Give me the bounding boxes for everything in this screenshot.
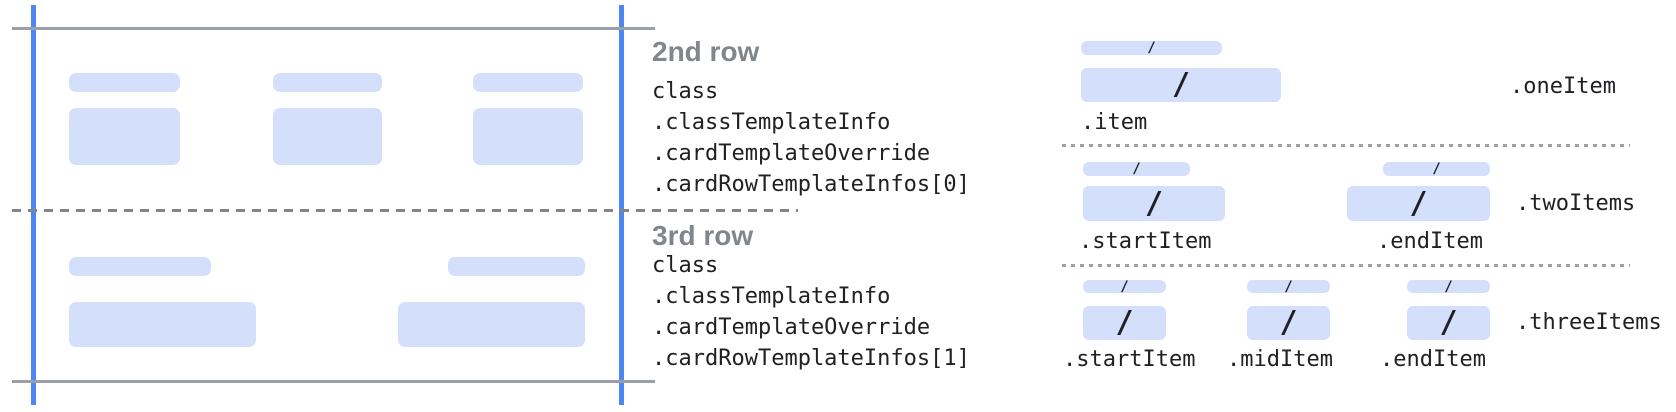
slash-glyph: / <box>1115 305 1134 340</box>
three-items-mid-title-bar: / <box>1247 278 1330 295</box>
row2-col1-body-placeholder <box>69 108 180 165</box>
layout-divider-dotted-line-2 <box>1062 264 1630 267</box>
row2-col3-body-placeholder <box>473 108 583 165</box>
row3-col1-title-placeholder <box>69 257 211 276</box>
row2-col2-title-placeholder <box>273 73 382 92</box>
row-divider-dashed-line <box>12 209 798 212</box>
two-items-end-label: .endItem <box>1377 229 1483 254</box>
slash-glyph: / <box>1120 278 1129 295</box>
slash-glyph: / <box>1432 161 1441 177</box>
one-item-title-bar: / <box>1081 41 1222 55</box>
two-items-layout-label: .twoItems <box>1516 191 1636 216</box>
row3-col2-title-placeholder <box>448 257 585 276</box>
slash-glyph: / <box>1144 185 1164 221</box>
row3-col2-body-placeholder <box>398 302 585 347</box>
code-line: .classTemplateInfo <box>652 284 891 309</box>
three-items-layout-label: .threeItems <box>1516 310 1662 335</box>
slash-glyph: / <box>1171 67 1191 102</box>
three-items-end-title-bar: / <box>1407 278 1490 295</box>
two-items-end-title-bar: / <box>1383 162 1490 176</box>
row2-col1-title-placeholder <box>69 73 180 92</box>
slash-glyph: / <box>1444 278 1453 295</box>
card-right-edge-line <box>619 5 624 405</box>
slash-glyph: / <box>1147 40 1156 56</box>
two-items-end-body-bar: / <box>1347 186 1490 221</box>
row2-heading: 2nd row <box>652 36 760 67</box>
code-line: .cardTemplateOverride <box>652 315 931 340</box>
code-line: .cardTemplateOverride <box>652 141 931 166</box>
row3-heading: 3rd row <box>652 220 754 251</box>
three-items-end-label: .endItem <box>1380 347 1486 372</box>
two-items-start-title-bar: / <box>1083 162 1190 176</box>
three-items-mid-body-bar: / <box>1247 306 1330 340</box>
two-items-start-body-bar: / <box>1083 186 1225 221</box>
one-item-field-label: .item <box>1081 110 1148 135</box>
row3-col1-body-placeholder <box>69 302 256 347</box>
slash-glyph: / <box>1284 278 1293 295</box>
card-bottom-edge-line <box>12 380 655 383</box>
card-left-edge-line <box>31 5 36 405</box>
code-line: .cardRowTemplateInfos[0] <box>652 172 970 197</box>
one-item-body-bar: / <box>1081 68 1281 102</box>
three-items-end-body-bar: / <box>1407 306 1490 340</box>
row2-col3-title-placeholder <box>473 73 583 92</box>
code-line: class <box>652 79 719 104</box>
slash-glyph: / <box>1279 305 1298 340</box>
slash-glyph: / <box>1132 161 1141 177</box>
three-items-start-body-bar: / <box>1083 306 1166 340</box>
code-line: .classTemplateInfo <box>652 110 891 135</box>
three-items-start-label: .startItem <box>1063 347 1196 372</box>
code-line: .cardRowTemplateInfos[1] <box>652 346 970 371</box>
row3-code-path: class .classTemplateInfo .cardTemplateOv… <box>652 250 970 374</box>
row2-col2-body-placeholder <box>273 108 382 165</box>
code-line: class <box>652 253 719 278</box>
card-top-edge-line <box>12 27 655 30</box>
three-items-start-title-bar: / <box>1083 278 1166 295</box>
slash-glyph: / <box>1439 305 1458 340</box>
one-item-layout-label: .oneItem <box>1510 74 1616 99</box>
layout-divider-dotted-line-1 <box>1062 144 1630 147</box>
three-items-mid-label: .midItem <box>1227 347 1333 372</box>
two-items-start-label: .startItem <box>1079 229 1212 254</box>
slash-glyph: / <box>1409 185 1428 221</box>
row2-code-path: class .classTemplateInfo .cardTemplateOv… <box>652 76 970 200</box>
